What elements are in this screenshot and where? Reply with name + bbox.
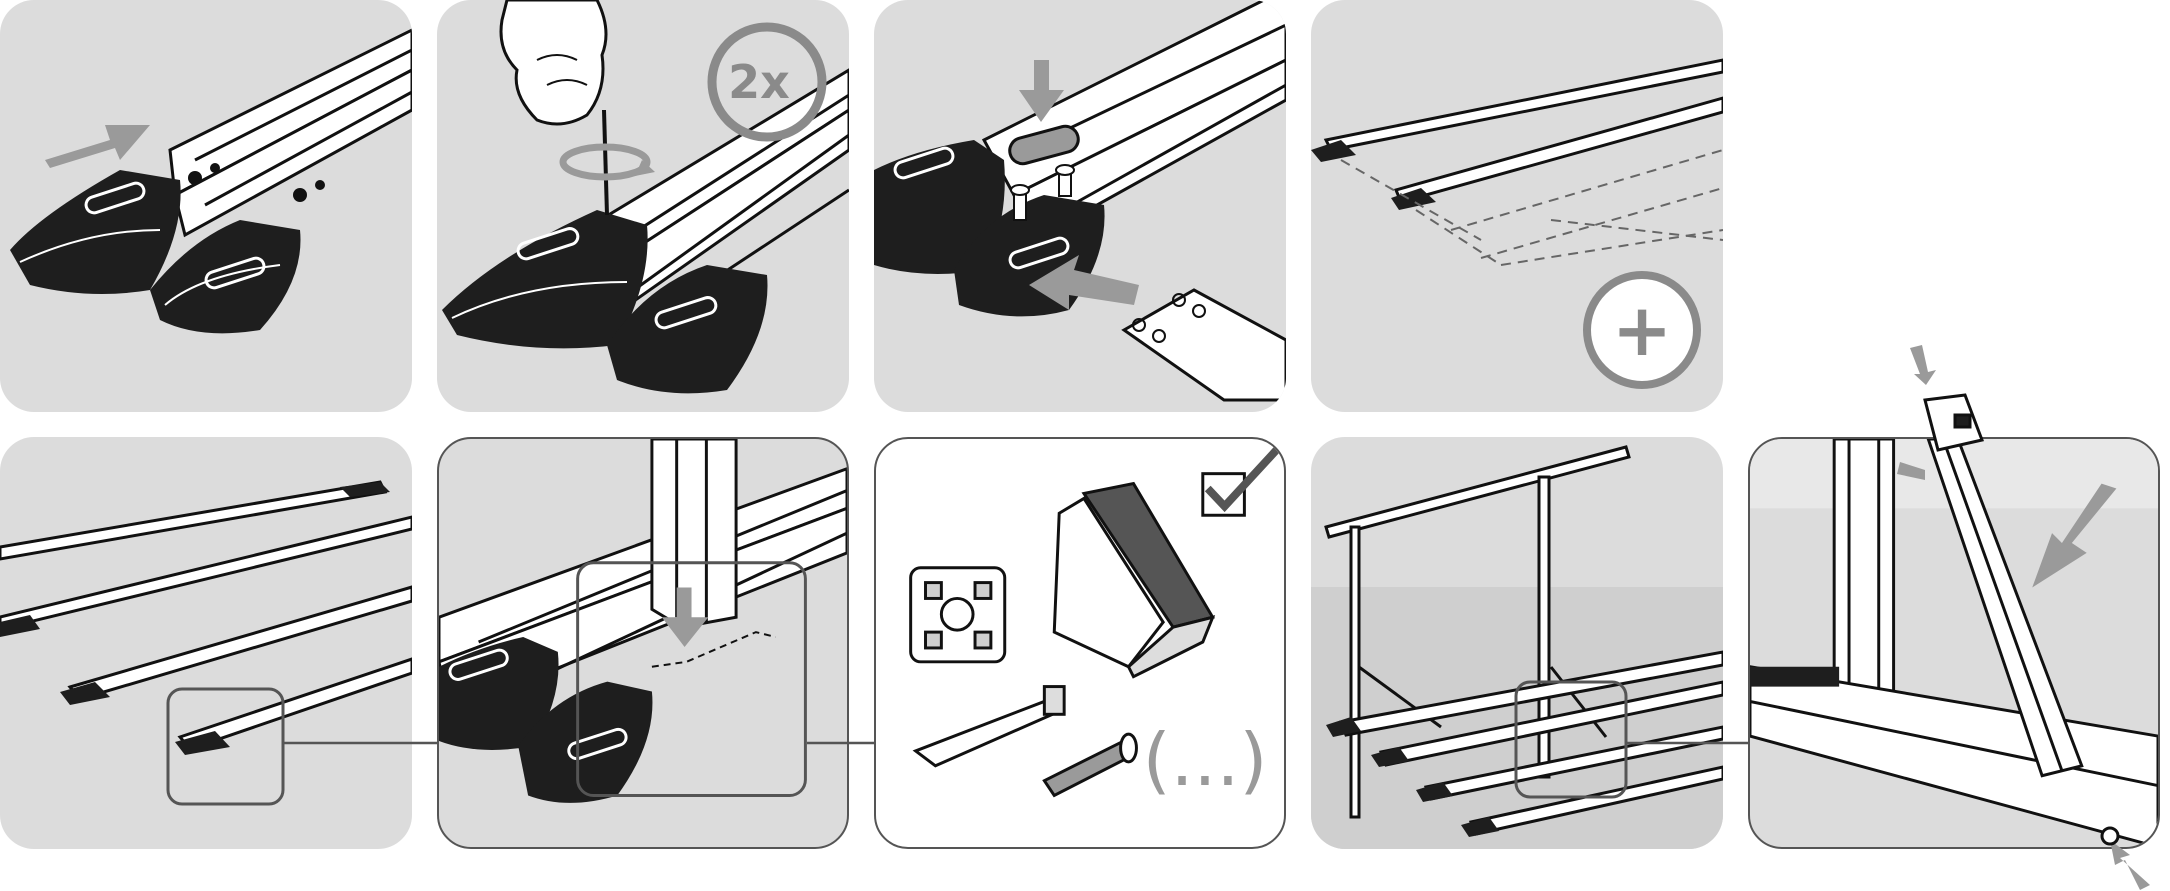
- step-panel-2: [437, 0, 849, 412]
- detail-zoom-box: [1514, 680, 1628, 799]
- step-4-illustration: [1311, 58, 1723, 389]
- foot-left: [442, 210, 648, 349]
- slot-nut-part: [912, 685, 1066, 768]
- add-badge: [1583, 271, 1701, 389]
- step-panel-6: [437, 437, 849, 849]
- step-panel-8: [1311, 437, 1723, 849]
- push-arrow-icon: [2032, 483, 2117, 588]
- foot-left: [874, 140, 1005, 274]
- foot-left: [10, 170, 181, 294]
- push-arrow-icon: [45, 125, 150, 168]
- connector-plate: [1008, 124, 1080, 166]
- rotate-icon: [559, 143, 651, 181]
- more-parts-label: (...): [1142, 718, 1268, 802]
- quantity-badge: [707, 22, 827, 142]
- foot-right: [150, 220, 301, 334]
- diagonal-brace: [1926, 439, 2084, 778]
- foot-right: [518, 681, 653, 803]
- step-panel-1: [0, 0, 412, 412]
- push-arrow-icon: [1029, 255, 1139, 310]
- step-3-illustration: [874, 0, 1286, 402]
- bolt-part: [1042, 732, 1138, 798]
- down-arrow-icon: [1019, 60, 1064, 122]
- add-badge-label: +: [1611, 288, 1673, 372]
- step-panel-5: [0, 437, 412, 849]
- extension-outline: [1340, 149, 1723, 266]
- screws: [1010, 164, 1075, 221]
- step-panel-9: [1748, 437, 2160, 849]
- foot-left: [439, 637, 559, 750]
- step-7-illustration: [909, 441, 1284, 798]
- screwdriver-hand-icon: [499, 0, 609, 216]
- step-panel-7: [874, 437, 1286, 849]
- down-arrow-icon: [661, 587, 709, 647]
- step-2-illustration: [442, 0, 849, 394]
- step-8-illustration: [1311, 445, 1723, 849]
- upright-profile: [650, 439, 738, 629]
- pointer-arrow-icon: [1910, 345, 1936, 385]
- square-connector-part: [909, 566, 1007, 664]
- step-5-illustration: [0, 480, 412, 806]
- step-6-illustration: [439, 439, 847, 803]
- angle-bracket-part: [1052, 481, 1216, 679]
- foot-right: [607, 265, 768, 394]
- detail-zoom-box: [576, 561, 807, 797]
- aluminium-profile: [168, 28, 412, 238]
- quantity-badge-label: 2x: [728, 55, 790, 109]
- step-9-illustration: [1750, 439, 2158, 847]
- step-1-illustration: [10, 28, 412, 334]
- flat-plate: [1121, 288, 1286, 402]
- step-panel-3: [874, 0, 1286, 412]
- detail-zoom-box: [166, 687, 285, 806]
- step-panel-4: [1311, 0, 1723, 412]
